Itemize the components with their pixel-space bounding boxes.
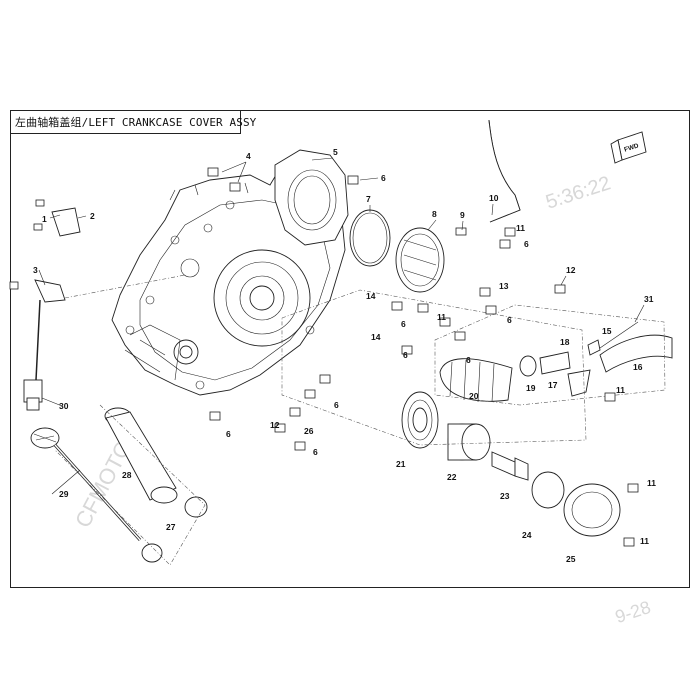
callout-9: 9: [460, 210, 465, 220]
callout-6g: 6: [334, 400, 339, 410]
bracket: [51, 207, 81, 237]
callout-23: 23: [500, 491, 510, 501]
callout-6: 6: [381, 173, 386, 183]
title-box: [10, 110, 241, 134]
callout-30: 30: [59, 401, 69, 411]
callout-19: 19: [526, 383, 536, 393]
callout-11e: 11: [640, 536, 649, 546]
clamp-19: [519, 355, 537, 377]
callout-numbers: 1 2 3 4 5 6 6 6 6 6 6 6 6 6 7 8 9 10 11 …: [33, 147, 656, 564]
callout-14: 14: [366, 291, 376, 301]
callout-24: 24: [522, 530, 532, 540]
callout-11b: 11: [437, 312, 446, 322]
callout-16: 16: [633, 362, 643, 372]
fitting-18: [539, 351, 571, 375]
callout-18: 18: [560, 337, 570, 347]
o-ring-and-cover: [349, 209, 445, 293]
bushing-22: [447, 423, 491, 461]
callout-4: 4: [246, 151, 251, 161]
clip-15: [587, 339, 601, 356]
callout-6h: 6: [226, 429, 231, 439]
callout-29: 29: [59, 489, 69, 499]
callout-10: 10: [489, 193, 499, 203]
callout-31: 31: [644, 294, 654, 304]
callout-12b: 12: [270, 420, 280, 430]
callout-26: 26: [304, 426, 314, 436]
callout-7: 7: [366, 194, 371, 204]
callout-3: 3: [33, 265, 38, 275]
callout-6c: 6: [507, 315, 512, 325]
callout-12: 12: [566, 265, 576, 275]
inspection-cover-plate: [274, 149, 349, 246]
oil-filler-tube: [104, 407, 208, 563]
diagram-title: 左曲轴箱盖组/LEFT CRANKCASE COVER ASSY: [15, 116, 257, 129]
callout-11: 11: [516, 223, 525, 233]
bolt-23: [491, 451, 529, 481]
cover-25: [563, 483, 621, 537]
bearing-21: [401, 391, 439, 449]
callout-28: 28: [122, 470, 132, 480]
callout-20: 20: [469, 391, 479, 401]
callout-6i: 6: [313, 447, 318, 457]
callout-11d: 11: [647, 478, 656, 488]
callout-8: 8: [432, 209, 437, 219]
callout-6f: 6: [403, 350, 408, 360]
callout-22: 22: [447, 472, 457, 482]
callout-5: 5: [333, 147, 338, 157]
callout-17: 17: [548, 380, 558, 390]
hose-20: [439, 358, 513, 403]
fastener-bolts: [9, 167, 639, 547]
callout-13: 13: [499, 281, 509, 291]
leader-lines: [38, 157, 645, 495]
callout-2: 2: [90, 211, 95, 221]
callout-15: 15: [602, 326, 612, 336]
callout-6d: 6: [401, 319, 406, 329]
bracket-17: [567, 369, 591, 397]
callout-1: 1: [42, 214, 47, 224]
fwd-label: FWD: [623, 142, 640, 153]
speed-sensor: [23, 279, 66, 411]
crankcase-cover: [111, 154, 346, 396]
callout-11c: 11: [616, 385, 625, 395]
fwd-indicator: FWD: [610, 131, 647, 164]
callout-6b: 6: [524, 239, 529, 249]
o-ring-24: [531, 471, 565, 509]
callout-6e: 6: [466, 355, 471, 365]
diagram-frame: [10, 110, 690, 588]
callout-27: 27: [166, 522, 176, 532]
callout-21: 21: [396, 459, 406, 469]
callout-14b: 14: [371, 332, 381, 342]
hose-16: [599, 334, 673, 373]
callout-25: 25: [566, 554, 576, 564]
